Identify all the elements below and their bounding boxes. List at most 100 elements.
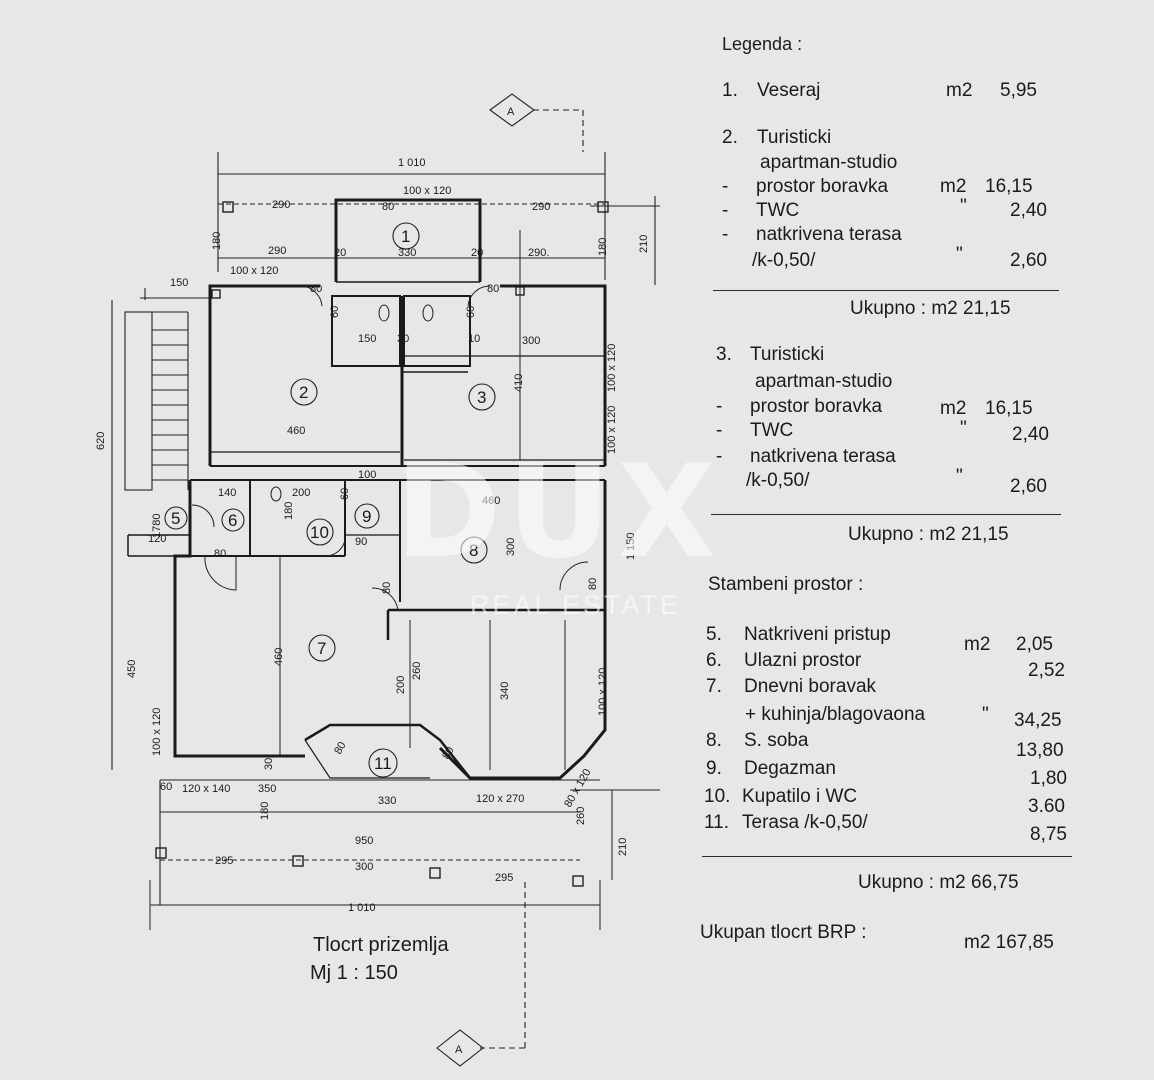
legend-item-2-row-3-ditto: " — [956, 244, 963, 265]
dim-80-d: 80 — [214, 548, 226, 560]
legend-item-3-rule — [711, 514, 1061, 515]
dim-450: 450 — [126, 660, 138, 678]
legend-item-3-row-1-label: prostor boravka — [750, 396, 883, 417]
room-7-label: 7 — [317, 639, 326, 658]
dim-200-b: 200 — [395, 676, 407, 694]
dim-30: 30 — [397, 333, 409, 345]
dim-950: 950 — [355, 835, 373, 847]
dim-150: 150 — [170, 277, 188, 289]
legend-item-2-row-1-label: prostor boravka — [756, 176, 889, 197]
dim-150-b: 150 — [358, 333, 376, 345]
living-item-11-value: 8,75 — [1030, 824, 1067, 845]
living-item-9-value: 1,80 — [1030, 768, 1067, 789]
dim-1150: 1 150 — [625, 532, 637, 560]
dim-window-top: 100 x 120 — [403, 185, 451, 197]
legend-item-3-total: Ukupno : m2 21,15 — [848, 524, 1009, 545]
dim-300: 300 — [522, 335, 540, 347]
legend-item-2-total: Ukupno : m2 21,15 — [850, 298, 1011, 319]
dim-290-a: 290 — [272, 199, 290, 211]
living-item-10-label: Kupatilo i WC — [742, 786, 858, 807]
legend-title: Legenda : — [722, 34, 803, 54]
legend-item-1-unit: m2 — [946, 80, 973, 101]
dim-140: 140 — [218, 487, 236, 499]
legend-item-2-row-2-value: 2,40 — [1010, 200, 1047, 221]
dim-460-c: 460 — [273, 648, 285, 666]
legend-item-3-row-1-unit: m2 — [940, 398, 967, 419]
living-item-5-value: 2,05 — [1016, 634, 1053, 655]
dim-260-b: 260 — [575, 807, 587, 825]
dim-window-100x120-d: 100 x 120 — [597, 668, 609, 716]
legend-item-2-row-2-label: TWC — [756, 200, 800, 221]
legend-item-2-row-2-ditto: " — [960, 196, 967, 217]
living-item-5-unit: m2 — [964, 634, 991, 655]
dim-180-d: 180 — [259, 802, 271, 820]
dim-620: 620 — [95, 432, 107, 450]
watermark-subtitle: REAL ESTATE — [470, 590, 682, 620]
living-item-8-label: S. soba — [744, 730, 809, 751]
dim-20-a: 20 — [334, 247, 346, 259]
living-item-8-num: 8. — [706, 730, 722, 751]
legend-item-2-rule — [713, 290, 1059, 291]
legend-item-2-row-1-unit: m2 — [940, 176, 967, 197]
room-10-label: 10 — [310, 523, 329, 542]
living-item-7-label: Dnevni boravak — [744, 676, 877, 697]
dim-80-b: 80 — [310, 283, 322, 295]
room-11-label: 11 — [374, 754, 392, 773]
grand-total-label: Ukupan tlocrt BRP : — [700, 922, 867, 943]
dim-210: 210 — [638, 235, 650, 253]
legend-item-1-label: Veseraj — [757, 80, 821, 101]
legend-item-3-label: Turisticki — [750, 344, 825, 365]
living-area-title: Stambeni prostor : — [708, 574, 864, 595]
living-item-8-value: 13,80 — [1016, 740, 1064, 761]
legend-item-3-row-2-bullet: - — [716, 420, 723, 441]
dim-410: 410 — [513, 374, 525, 392]
dim-window-100x120-a: 100 x 120 — [230, 265, 278, 277]
dim-window-100x120-c: 100 x 120 — [606, 406, 618, 454]
dim-10: 10 — [468, 333, 480, 345]
legend-item-3-row-2-label: TWC — [750, 420, 794, 441]
dim-80-a: 80 — [382, 201, 394, 213]
legend-item-3-row-1-value: 16,15 — [985, 398, 1033, 419]
dim-295-b: 295 — [495, 872, 513, 884]
dim-180-b: 180 — [597, 238, 609, 256]
dim-295-a: 295 — [215, 855, 233, 867]
dim-350: 350 — [258, 783, 276, 795]
legend-item-2-row-1-bullet: - — [722, 176, 729, 197]
legend-item-2-num: 2. — [722, 127, 738, 148]
dim-100: 100 — [358, 469, 376, 481]
legend-item-3-row-3-label: natkrivena terasa — [750, 446, 896, 467]
living-item-6-label: Ulazni prostor — [744, 650, 862, 671]
living-total: Ukupno : m2 66,75 — [858, 872, 1019, 893]
dim-300-b: 300 — [505, 538, 517, 556]
room-1-label: 1 — [401, 227, 410, 246]
room-8-label: 8 — [469, 541, 478, 560]
dim-80-c: 80 — [487, 283, 499, 295]
dim-210-b: 210 — [617, 838, 629, 856]
living-item-7-num: 7. — [706, 676, 722, 697]
living-item-9-num: 9. — [706, 758, 722, 779]
dim-300-c: 300 — [355, 861, 373, 873]
section-marker-top: A — [507, 106, 515, 118]
dim-80-h: 80 — [440, 745, 457, 762]
dim-290-c: 290 — [268, 245, 286, 257]
room-9-label: 9 — [362, 507, 371, 526]
legend-item-2-row-3-label2: /k-0,50/ — [752, 250, 816, 271]
dim-340: 340 — [499, 682, 511, 700]
dim-60-c: 60 — [339, 488, 351, 500]
grand-total-value: m2 167,85 — [964, 932, 1054, 953]
dim-20-b: 20 — [471, 247, 483, 259]
living-rule — [702, 856, 1072, 857]
legend-item-2-row-3-bullet: - — [722, 224, 729, 245]
legend-item-3-row-2-ditto: " — [960, 418, 967, 439]
legend-item-3-row-3-value: 2,60 — [1010, 476, 1047, 497]
dim-180-c: 180 — [283, 502, 295, 520]
living-item-10-value: 3.60 — [1028, 796, 1065, 817]
plan-title: Tlocrt prizemlja — [313, 934, 449, 956]
dim-120x270: 120 x 270 — [476, 793, 524, 805]
watermark-logo: DUX — [395, 438, 722, 587]
living-item-11-label: Terasa /k-0,50/ — [742, 812, 868, 833]
dim-80-g: 80 — [332, 740, 349, 757]
legend-item-2-row-3-label: natkrivena terasa — [756, 224, 902, 245]
